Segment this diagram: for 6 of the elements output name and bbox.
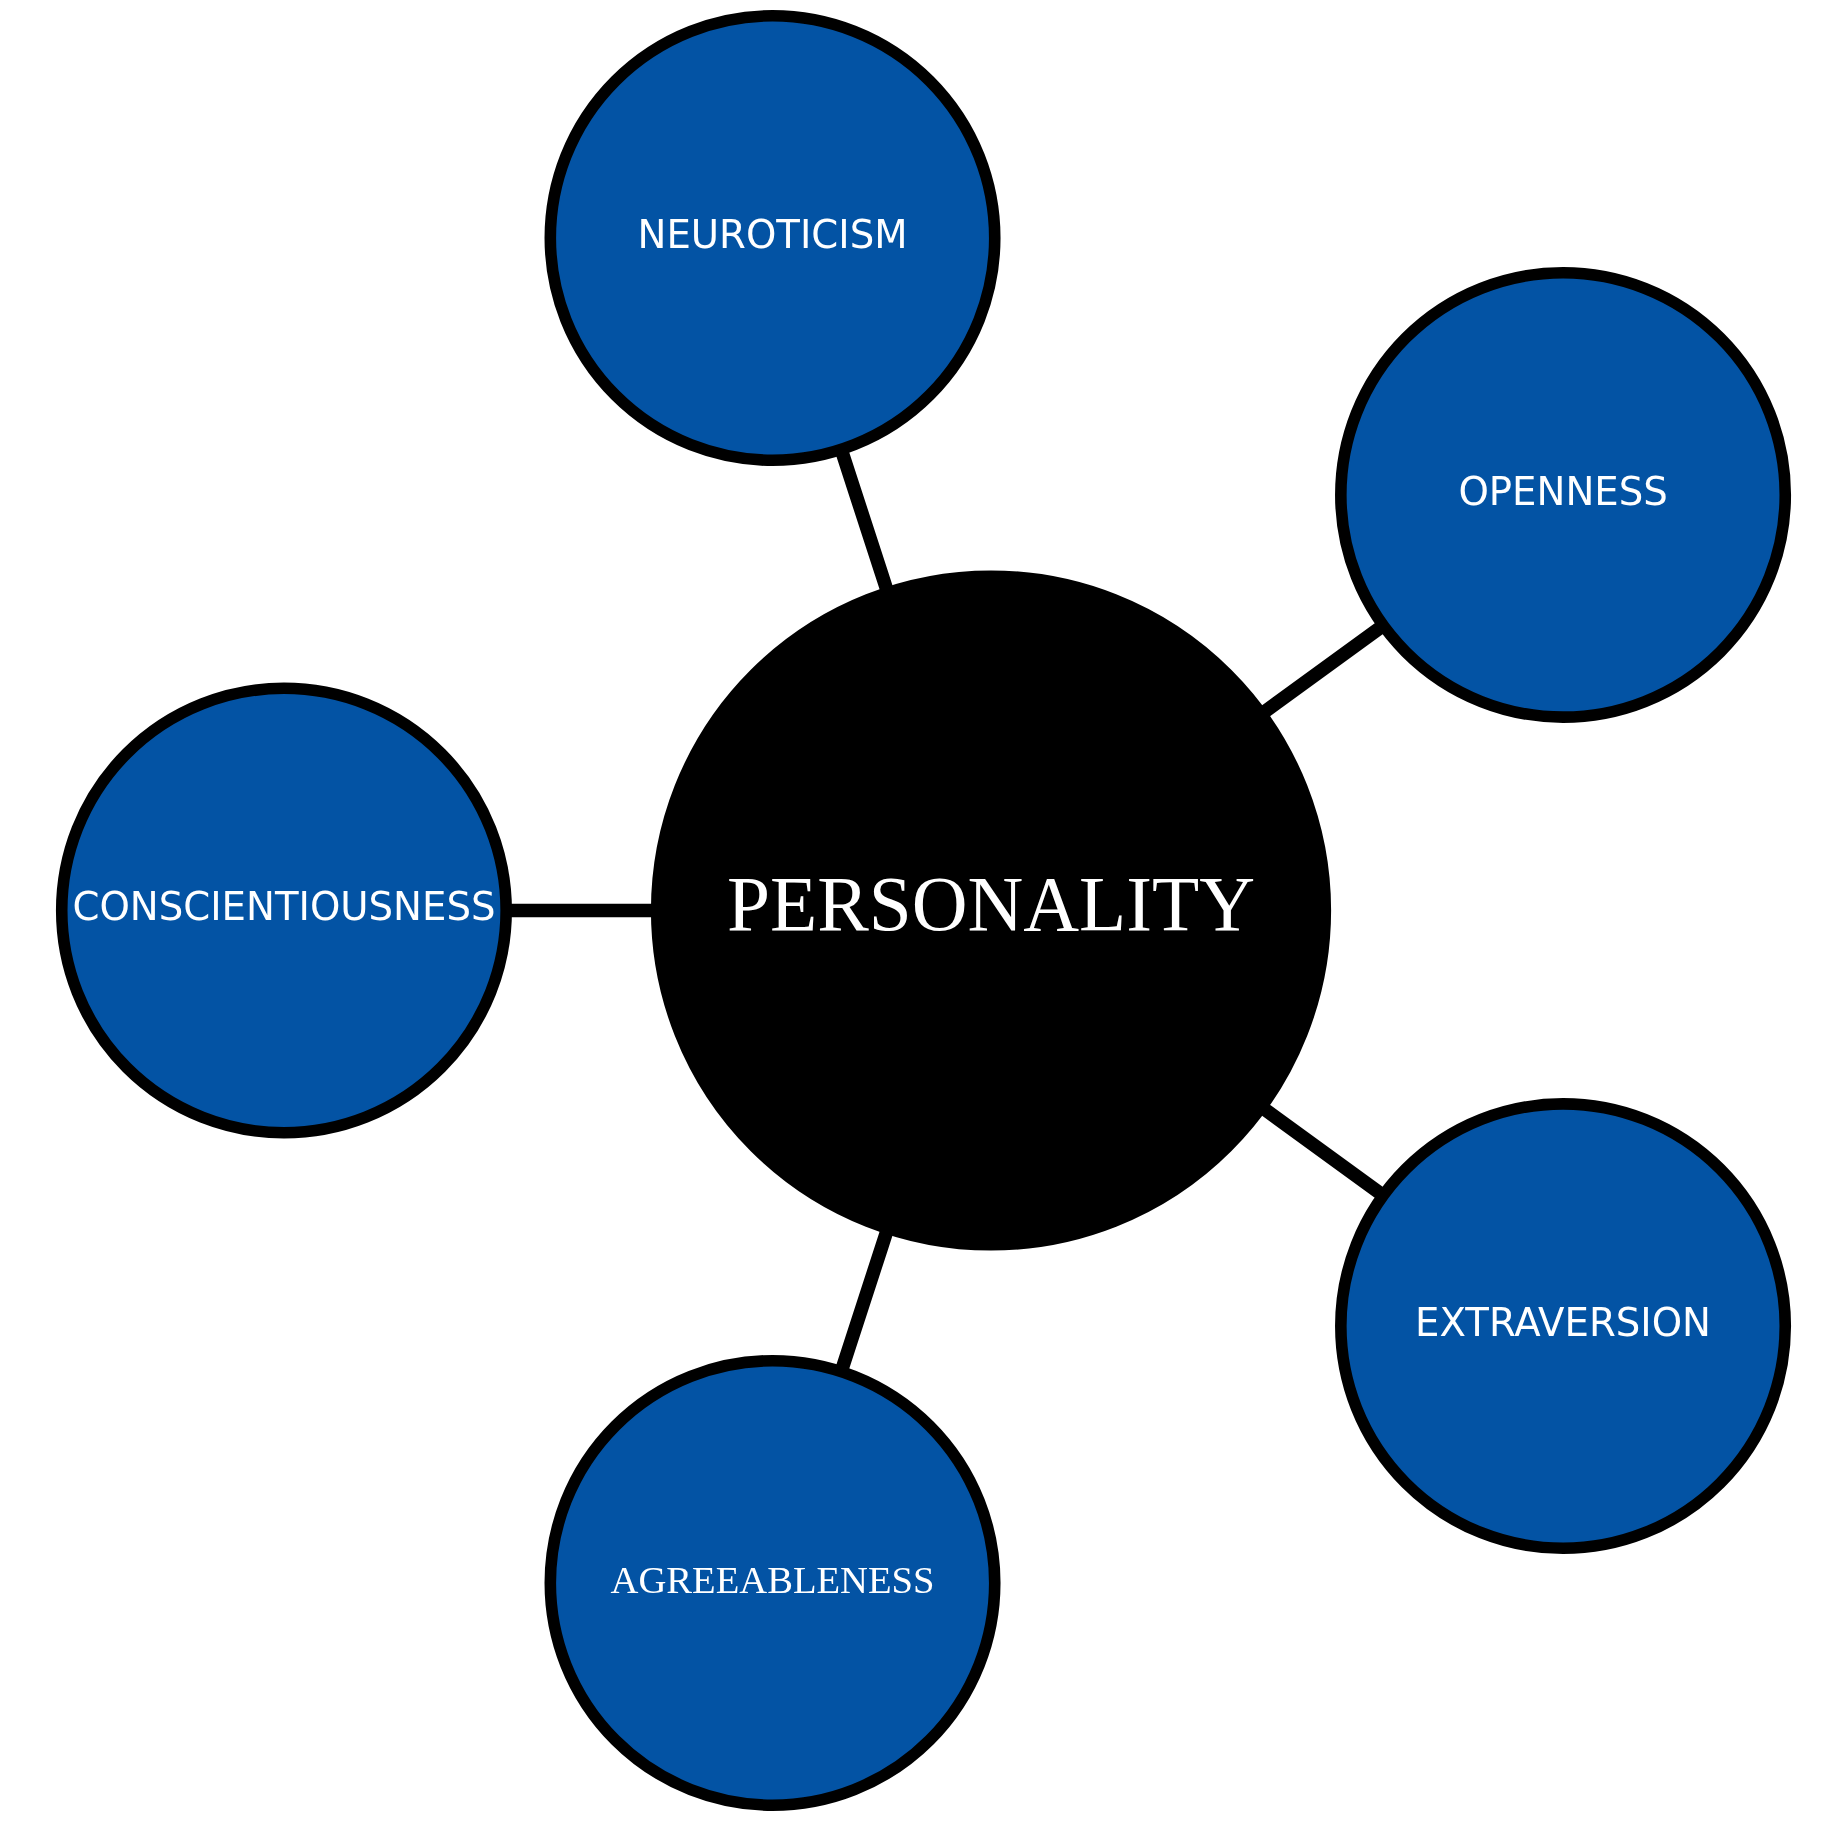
node-circle: PERSONALITY [650, 570, 1332, 1251]
node-circle: NEUROTICISM [544, 10, 1001, 467]
node-circle: OPENNESS [1335, 266, 1792, 723]
node-circle: AGREEABLENESS [544, 1354, 1001, 1811]
node-circle: EXTRAVERSION [1335, 1098, 1792, 1555]
node-circle: CONSCIENTIOUSNESS [55, 682, 512, 1139]
